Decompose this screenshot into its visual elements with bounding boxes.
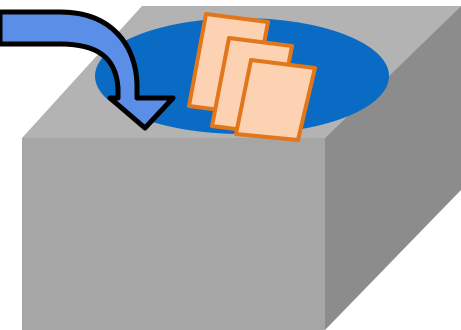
box-front-face xyxy=(22,138,325,330)
